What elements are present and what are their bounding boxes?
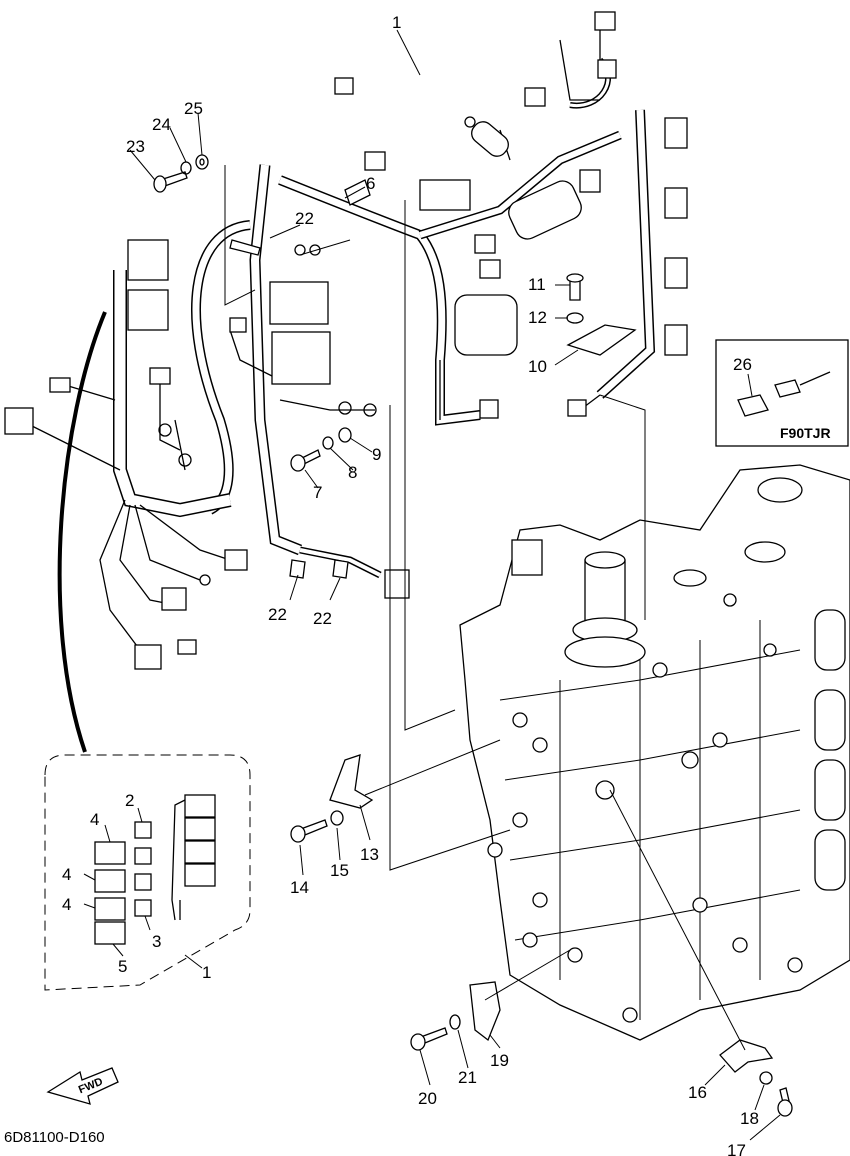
callout-10: 10 [528,357,547,376]
callout-18: 18 [740,1109,759,1128]
callout-13: 13 [360,845,379,864]
callout-26: 26 [733,355,752,374]
diagram-code: 6D81100-D160 [4,1129,105,1146]
callout-8: 8 [348,463,357,482]
callout-22a: 22 [295,209,314,228]
callout-5: 5 [118,957,127,976]
callout-17: 17 [727,1141,746,1156]
callout-6: 6 [366,174,375,193]
callout-4c: 4 [62,895,71,914]
callout-9: 9 [372,445,381,464]
callout-2: 2 [125,791,134,810]
model-label: F90TJR [780,425,831,441]
callout-22b: 22 [268,605,287,624]
callout-25: 25 [184,99,203,118]
callout-23: 23 [126,137,145,156]
callout-19: 19 [490,1051,509,1070]
callout-16: 16 [688,1083,707,1102]
harness-connectors [4,11,688,670]
callout-21: 21 [458,1068,477,1087]
relay-inset: 4 4 4 2 3 5 1 [44,311,251,991]
wire-harness [29,17,656,651]
callout-1: 1 [392,13,401,32]
engine-block [459,464,850,1041]
callout-3: 3 [152,932,161,951]
callout-4a: 4 [90,810,99,829]
callout-4b: 4 [62,865,71,884]
fasteners [153,154,793,1117]
callout-15: 15 [330,861,349,880]
callout-22c: 22 [313,609,332,628]
forward-arrow-icon: FWD [46,1067,119,1105]
callouts: 1 6 22 11 12 10 23 24 25 7 8 9 22 22 13 … [126,13,759,1156]
callout-11: 11 [528,275,546,294]
callout-14: 14 [290,878,309,897]
model-inset: 26 F90TJR [715,339,849,447]
callout-24: 24 [152,115,171,134]
callout-1b: 1 [202,963,211,982]
callout-7: 7 [313,483,322,502]
leader-lines [129,29,781,1141]
callout-12: 12 [528,308,547,327]
callout-20: 20 [418,1089,437,1108]
